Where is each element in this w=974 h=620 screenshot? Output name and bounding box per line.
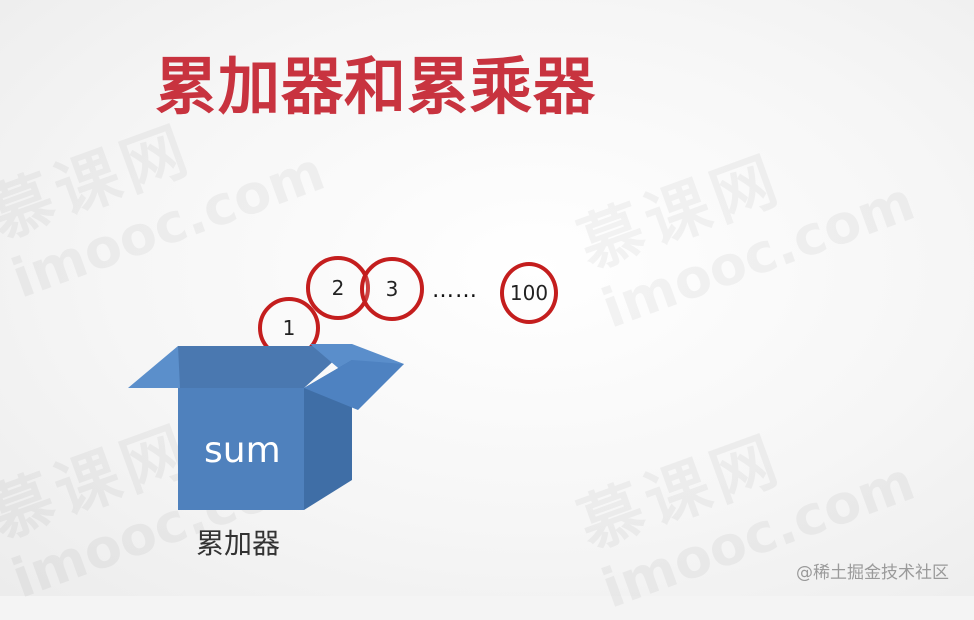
circle-item: 3 bbox=[360, 257, 424, 321]
circle-label: 100 bbox=[509, 281, 549, 305]
open-box-icon bbox=[128, 344, 404, 510]
box-front bbox=[178, 388, 304, 510]
circle-label: 3 bbox=[385, 277, 399, 301]
box-inner bbox=[178, 346, 350, 388]
circle-item: 100 bbox=[500, 262, 558, 324]
box-label: sum bbox=[204, 430, 281, 471]
box-caption: 累加器 bbox=[196, 527, 281, 560]
slide-title: 累加器和累乘器 bbox=[155, 50, 597, 123]
circle-label: 1 bbox=[282, 316, 296, 340]
box-flap-right bbox=[304, 360, 404, 410]
circle-label: 2 bbox=[331, 276, 345, 300]
source-watermark: @稀土掘金技术社区 bbox=[796, 563, 949, 583]
slide-background bbox=[0, 0, 974, 596]
ellipsis-text: …… bbox=[432, 278, 478, 303]
